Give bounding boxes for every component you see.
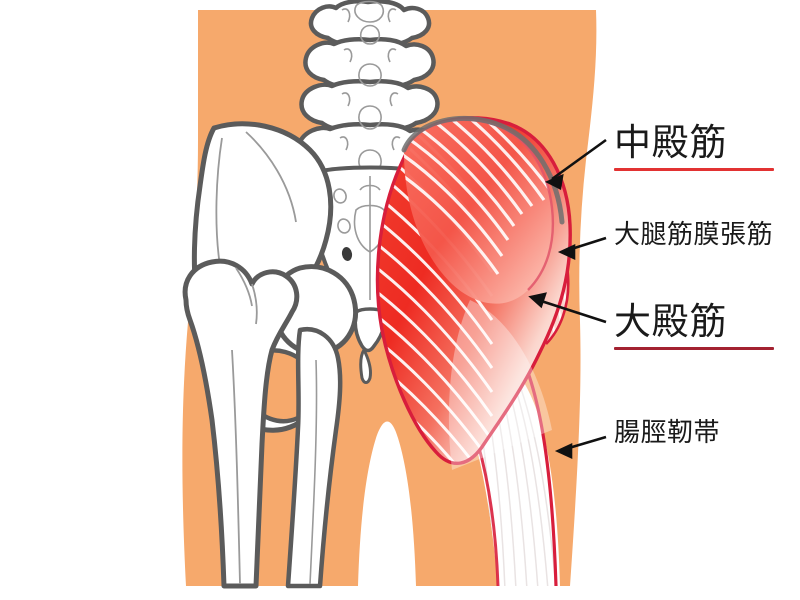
label-gluteus-maximus: 大殿筋 <box>614 303 774 350</box>
left-femur <box>182 258 300 589</box>
leader-line-tensor-fasciae-latae <box>557 236 607 261</box>
label-tensor-fasciae-latae-text: 大腿筋膜張筋 <box>614 220 774 250</box>
label-gluteus-medius-text: 中殿筋 <box>614 121 728 164</box>
label-gluteus-maximus-underline <box>614 347 774 350</box>
label-iliotibial-band: 腸脛靭帯 <box>614 420 720 446</box>
leader-lines <box>528 138 607 460</box>
leader-line-iliotibial-band <box>554 435 607 460</box>
gluteus-medius-muscle <box>401 115 565 304</box>
label-iliotibial-band-text: 腸脛靭帯 <box>614 418 721 448</box>
label-gluteus-medius: 中殿筋 <box>614 124 774 171</box>
label-gluteus-maximus-text: 大殿筋 <box>614 300 728 343</box>
leader-line-gluteus-medius <box>544 138 607 190</box>
leader-line-gluteus-maximus <box>528 292 607 324</box>
label-gluteus-medius-underline <box>614 168 774 171</box>
right-femur <box>285 326 343 589</box>
label-tensor-fasciae-latae: 大腿筋膜張筋 <box>614 222 773 248</box>
